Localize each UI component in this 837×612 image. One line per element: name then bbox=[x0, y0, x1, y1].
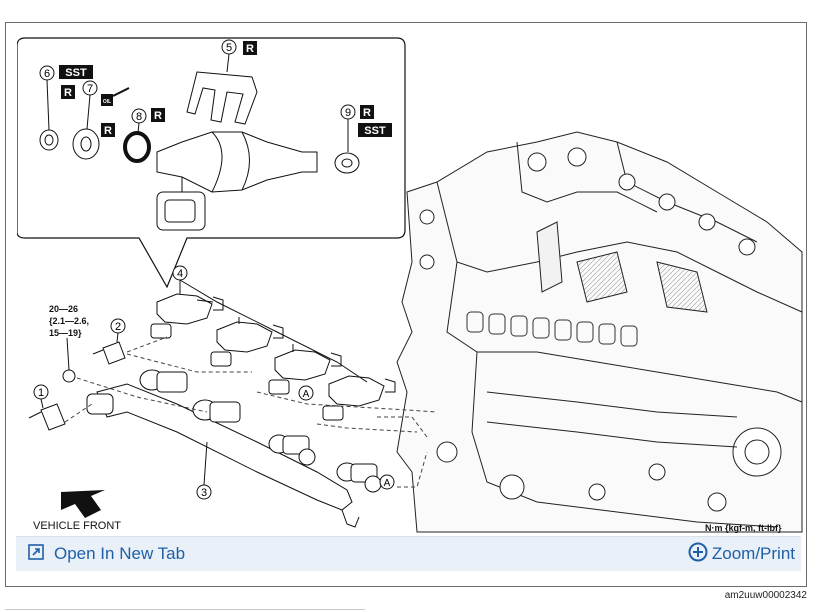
leader-lines bbox=[64, 336, 438, 488]
badge-oil: OIL bbox=[103, 99, 111, 105]
image-caption: am2uuw00002342 bbox=[724, 590, 807, 601]
vehicle-front-label: VEHICLE FRONT bbox=[33, 520, 121, 532]
open-in-new-tab-button[interactable]: Open In New Tab bbox=[28, 537, 185, 571]
callout-3: 3 bbox=[201, 487, 207, 499]
zoom-print-button[interactable]: Zoom/Print bbox=[688, 537, 795, 571]
callout-9: 9 bbox=[345, 107, 351, 119]
image-toolbar: Open In New Tab Zoom/Print bbox=[16, 536, 801, 571]
torque-line-3: 15—19} bbox=[49, 328, 82, 338]
inset-callouts: 6 7 8 5 9 bbox=[39, 39, 356, 152]
callout-a-lower: A bbox=[384, 478, 391, 489]
diagram-frame: 6 7 8 5 9 SST R OIL R bbox=[5, 22, 807, 587]
badge-r-6: R bbox=[64, 87, 72, 99]
callout-a-upper: A bbox=[303, 389, 310, 400]
open-external-icon bbox=[28, 543, 44, 565]
badge-r-9: R bbox=[363, 107, 371, 119]
callout-5: 5 bbox=[226, 42, 232, 54]
badge-sst-9: SST bbox=[364, 125, 386, 137]
assembly-callouts: 4 2 1 3 A A bbox=[33, 265, 395, 500]
vehicle-front-arrow: VEHICLE FRONT bbox=[33, 490, 121, 532]
diagram-canvas: 6 7 8 5 9 SST R OIL R bbox=[17, 37, 803, 533]
callout-6: 6 bbox=[44, 68, 50, 80]
units-note: N·m {kgf-m, ft-lbf} bbox=[705, 523, 782, 533]
callout-1: 1 bbox=[38, 387, 44, 399]
inset-badges: SST R OIL R R R R SST bbox=[59, 41, 392, 137]
callout-7: 7 bbox=[87, 83, 93, 95]
callout-8: 8 bbox=[136, 111, 142, 123]
badge-r-5: R bbox=[246, 43, 254, 55]
open-in-new-tab-label: Open In New Tab bbox=[54, 544, 186, 563]
injector-assembly bbox=[28, 279, 396, 528]
torque-line-2: {2.1—2.6, bbox=[49, 316, 89, 326]
engine-illustration bbox=[396, 131, 803, 533]
badge-r-7: R bbox=[104, 125, 112, 137]
divider bbox=[5, 609, 365, 610]
badge-sst-6: SST bbox=[65, 67, 87, 79]
inset-parts bbox=[39, 71, 360, 231]
zoom-print-label: Zoom/Print bbox=[711, 544, 795, 563]
badge-r-8: R bbox=[154, 110, 162, 122]
torque-line-1: 20—26 bbox=[49, 304, 78, 314]
zoom-plus-icon bbox=[688, 542, 708, 567]
callout-4: 4 bbox=[177, 268, 183, 280]
torque-spec: 20—26 {2.1—2.6, 15—19} bbox=[49, 304, 89, 371]
callout-2: 2 bbox=[115, 321, 121, 333]
